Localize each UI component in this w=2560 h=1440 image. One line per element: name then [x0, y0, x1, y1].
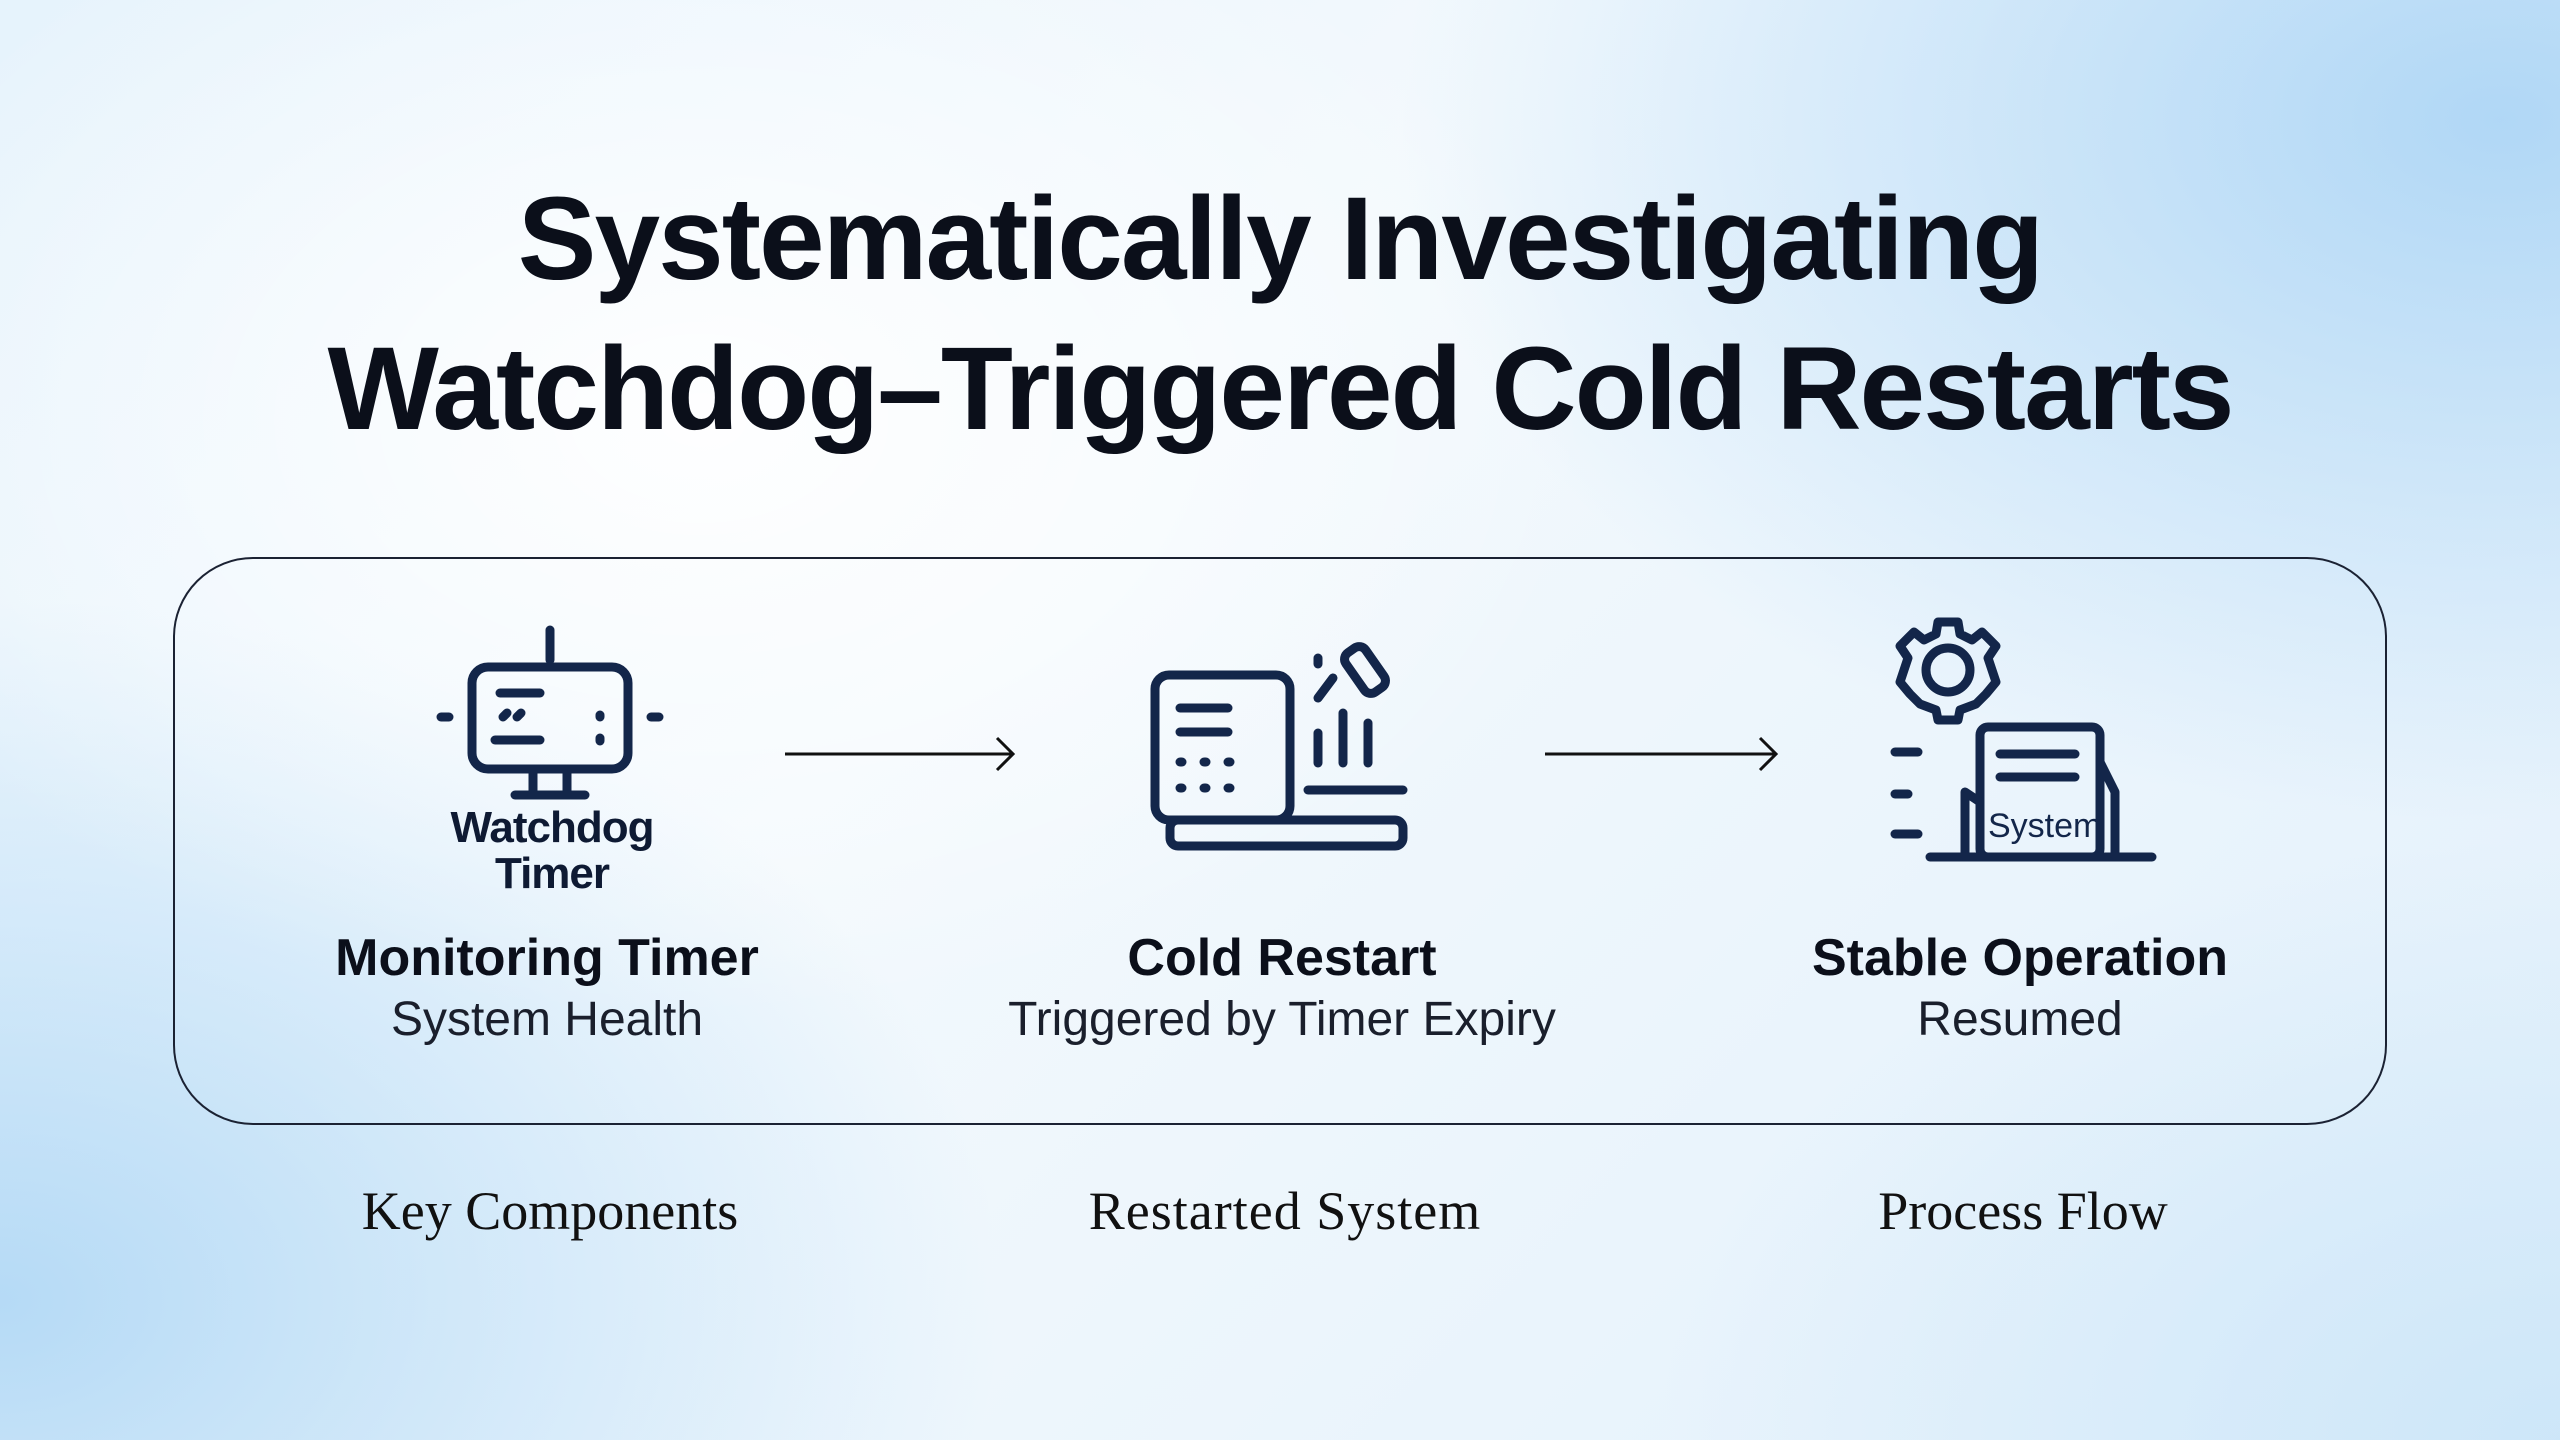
step-heading: Cold Restart — [1127, 929, 1437, 987]
system-gear-icon: System — [1890, 617, 2157, 862]
arrow-right-icon — [1545, 736, 1779, 772]
icon-label-line-2: Timer — [494, 849, 610, 898]
footer-label: Process Flow — [1878, 1181, 2168, 1241]
step-subtitle: System Health — [390, 993, 704, 1046]
title-line-1: Systematically Investigating — [517, 173, 2045, 305]
footer-label: Restarted System — [1088, 1181, 1482, 1241]
arrow-right-icon — [785, 736, 1016, 772]
system-icon-text: System — [1988, 807, 2101, 845]
title-line-2: Watchdog–Triggered Cold Restarts — [327, 323, 2234, 455]
process-panel — [173, 557, 2387, 1125]
footer-label: Key Components — [361, 1181, 739, 1241]
step-heading: Monitoring Timer — [335, 929, 759, 987]
icon-label-line-1: Watchdog — [450, 803, 655, 852]
step-subtitle: Resumed — [1917, 993, 2123, 1046]
cold-restart-icon — [1150, 642, 1408, 851]
step-heading: Stable Operation — [1811, 929, 2229, 987]
step-subtitle: Triggered by Timer Expiry — [1008, 993, 1556, 1046]
watchdog-timer-icon — [436, 625, 664, 800]
